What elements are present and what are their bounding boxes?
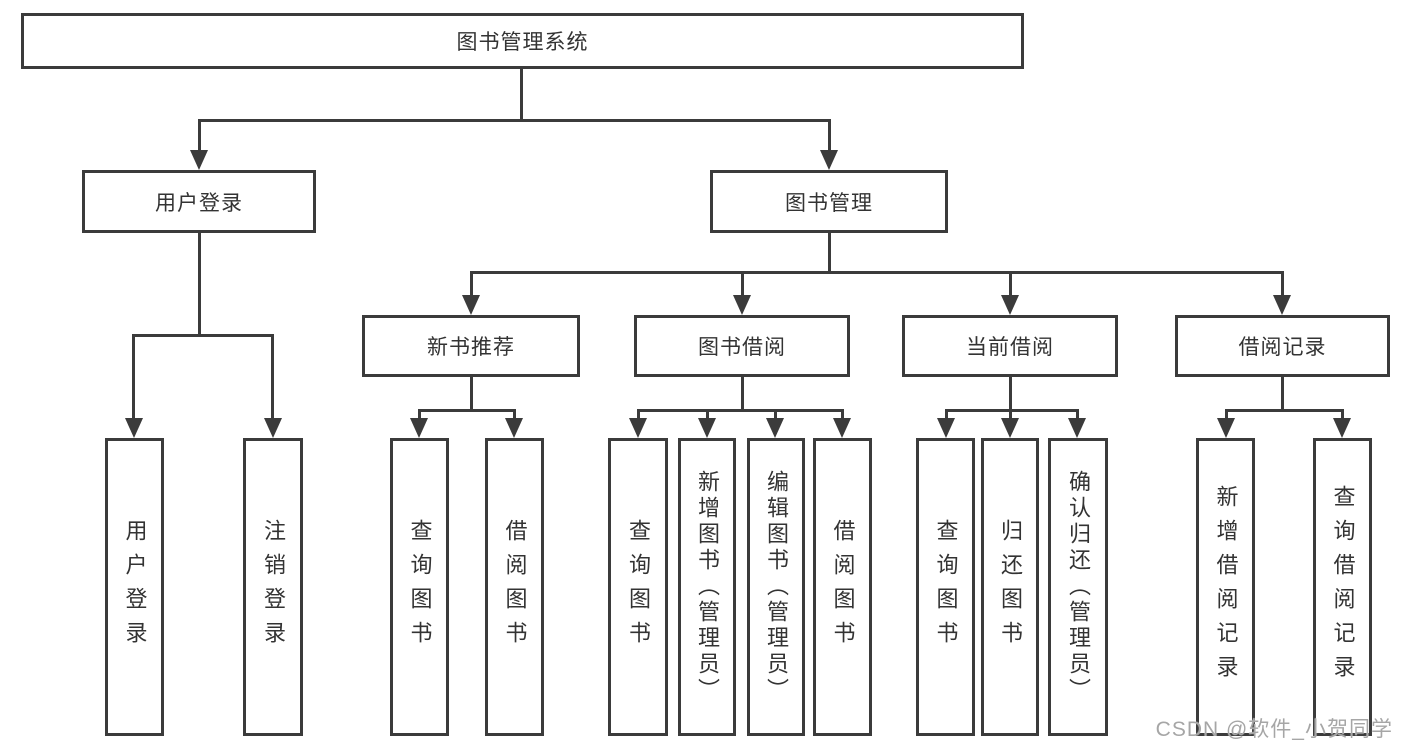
leaf-borrow-query-book: 查询图书: [608, 438, 668, 736]
node-new-book-recommend: 新书推荐: [362, 315, 580, 377]
connector-line: [470, 377, 473, 412]
node-borrow-record-label: 借阅记录: [1238, 336, 1327, 359]
connector-line: [520, 69, 523, 120]
arrow-down-icon: [698, 418, 716, 438]
connector-line: [841, 409, 844, 420]
connector-line: [1009, 271, 1012, 297]
node-borrow-record: 借阅记录: [1175, 315, 1390, 377]
arrow-down-icon: [125, 418, 143, 438]
node-user-login-label: 用户登录: [155, 191, 243, 215]
connector-line: [945, 409, 948, 420]
connector-line: [470, 271, 473, 297]
connector-line: [945, 409, 1079, 412]
connector-line: [198, 119, 201, 152]
leaf-borrow-book: 借阅图书: [813, 438, 872, 736]
leaf-user-login: 用户登录: [105, 438, 164, 736]
connector-line: [1009, 377, 1012, 412]
node-root-label: 图书管理系统: [456, 31, 589, 54]
leaf-borrow-query-book-label: 查询图书: [626, 519, 651, 655]
connector-line: [513, 409, 516, 420]
connector-line: [132, 334, 135, 420]
connector-line: [418, 409, 515, 412]
leaf-confirm-return-admin: 确认归还（管理员）: [1048, 438, 1108, 736]
leaf-query-borrow-record-label: 查询借阅记录: [1330, 485, 1356, 689]
leaf-edit-book-admin-label: 编辑图书（管理员）: [764, 470, 789, 704]
leaf-logout-label: 注销登录: [261, 519, 286, 655]
arrow-down-icon: [1001, 295, 1019, 315]
arrow-down-icon: [190, 150, 208, 170]
leaf-current-query-book: 查询图书: [916, 438, 975, 736]
node-root: 图书管理系统: [21, 13, 1024, 69]
leaf-newbook-borrow: 借阅图书: [485, 438, 544, 736]
connector-line: [198, 119, 831, 122]
leaf-add-book-admin: 新增图书（管理员）: [678, 438, 736, 736]
connector-line: [828, 233, 831, 274]
arrow-down-icon: [820, 150, 838, 170]
arrow-down-icon: [766, 418, 784, 438]
connector-line: [198, 233, 201, 337]
arrow-down-icon: [264, 418, 282, 438]
leaf-query-borrow-record: 查询借阅记录: [1313, 438, 1372, 736]
leaf-confirm-return-admin-label: 确认归还（管理员）: [1066, 470, 1091, 704]
arrow-down-icon: [733, 295, 751, 315]
connector-line: [1225, 409, 1343, 412]
connector-line: [1281, 271, 1284, 297]
connector-line: [637, 409, 844, 412]
arrow-down-icon: [833, 418, 851, 438]
arrow-down-icon: [1068, 418, 1086, 438]
connector-line: [271, 334, 274, 420]
connector-line: [1225, 409, 1228, 420]
leaf-add-borrow-record: 新增借阅记录: [1196, 438, 1255, 736]
leaf-return-book-label: 归还图书: [998, 519, 1023, 655]
connector-line: [132, 334, 274, 337]
arrow-down-icon: [937, 418, 955, 438]
node-current-borrow-label: 当前借阅: [966, 336, 1054, 359]
leaf-newbook-borrow-label: 借阅图书: [502, 519, 528, 655]
csdn-watermark: CSDN @软件_小贺同学: [1155, 718, 1393, 741]
leaf-current-query-book-label: 查询图书: [933, 519, 959, 655]
arrow-down-icon: [410, 418, 428, 438]
arrow-down-icon: [629, 418, 647, 438]
connector-line: [1009, 409, 1012, 420]
node-book-management-label: 图书管理: [785, 191, 873, 215]
node-current-borrow: 当前借阅: [902, 315, 1118, 377]
connector-line: [741, 377, 744, 412]
leaf-add-borrow-record-label: 新增借阅记录: [1213, 485, 1239, 689]
leaf-return-book: 归还图书: [981, 438, 1039, 736]
node-book-management: 图书管理: [710, 170, 948, 233]
arrow-down-icon: [505, 418, 523, 438]
connector-line: [706, 409, 709, 420]
connector-line: [637, 409, 640, 420]
arrow-down-icon: [1273, 295, 1291, 315]
arrow-down-icon: [1333, 418, 1351, 438]
connector-line: [741, 271, 744, 297]
connector-line: [774, 409, 777, 420]
leaf-add-book-admin-label: 新增图书（管理员）: [695, 470, 720, 704]
connector-line: [1281, 377, 1284, 412]
arrow-down-icon: [1217, 418, 1235, 438]
connector-line: [418, 409, 421, 420]
leaf-newbook-query: 查询图书: [390, 438, 449, 736]
leaf-edit-book-admin: 编辑图书（管理员）: [747, 438, 805, 736]
leaf-logout: 注销登录: [243, 438, 303, 736]
leaf-borrow-book-label: 借阅图书: [830, 519, 856, 655]
connector-line: [828, 119, 831, 152]
leaf-user-login-label: 用户登录: [122, 519, 148, 655]
node-book-borrow: 图书借阅: [634, 315, 850, 377]
connector-line: [1076, 409, 1079, 420]
connector-line: [1341, 409, 1344, 420]
leaf-newbook-query-label: 查询图书: [407, 519, 433, 655]
node-user-login: 用户登录: [82, 170, 316, 233]
node-new-book-recommend-label: 新书推荐: [427, 336, 515, 359]
arrow-down-icon: [462, 295, 480, 315]
arrow-down-icon: [1001, 418, 1019, 438]
node-book-borrow-label: 图书借阅: [698, 336, 786, 359]
connector-line: [470, 271, 1283, 274]
